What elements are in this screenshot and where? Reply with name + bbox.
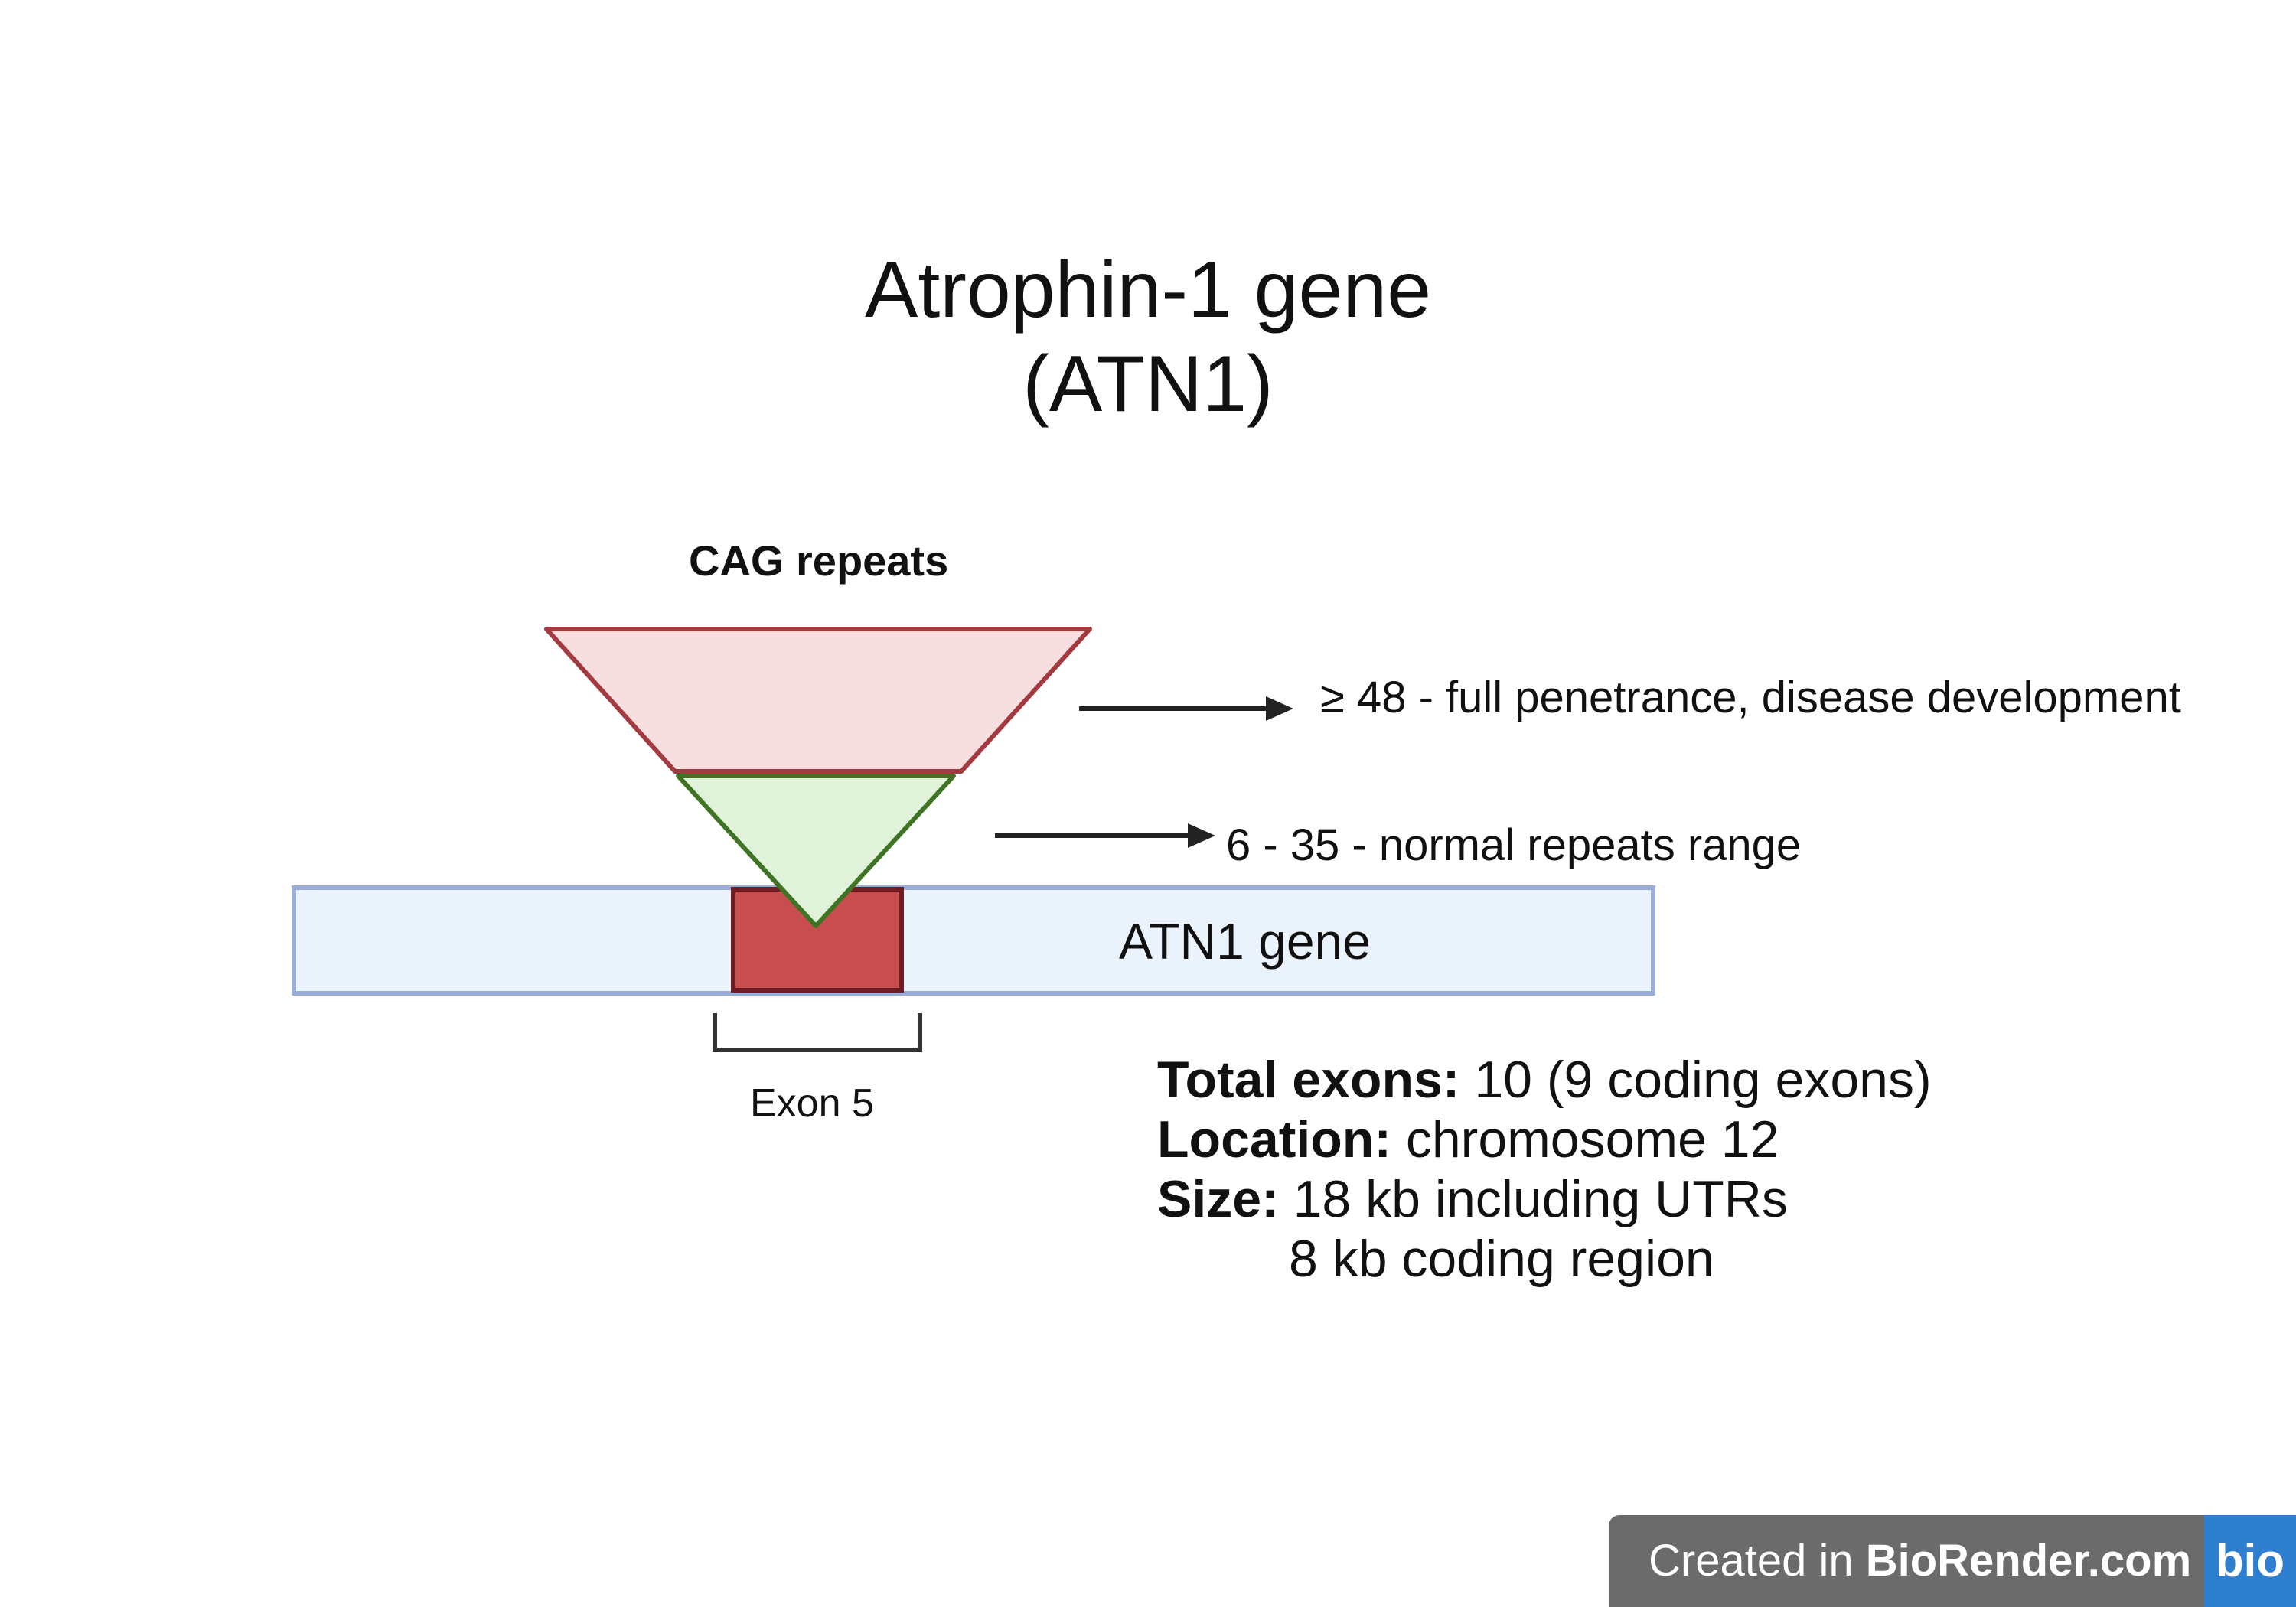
- normal-range-label: 6 - 35 - normal repeats range: [1226, 820, 1802, 870]
- total-exons-row: Total exons: 10 (9 coding exons): [1157, 1050, 1932, 1110]
- exon-label: Exon 5: [750, 1081, 874, 1126]
- normal-range-arrow: [995, 823, 1215, 848]
- full-penetrance-arrow: [1079, 696, 1293, 721]
- biorender-badge[interactable]: Created in BioRender.com bio: [1609, 1515, 2296, 1607]
- gene-label: ATN1 gene: [1119, 913, 1371, 970]
- exon-5-bracket: [713, 1013, 922, 1052]
- title-line-2: (ATN1): [1022, 339, 1274, 429]
- size-value: 18 kb including UTRs: [1278, 1170, 1788, 1228]
- size-key: Size:: [1157, 1170, 1279, 1228]
- title-line-1: Atrophin-1 gene: [864, 246, 1432, 334]
- cag-repeats-label: CAG repeats: [689, 536, 949, 585]
- biorender-logo-icon: bio: [2204, 1515, 2296, 1607]
- location-key: Location:: [1157, 1110, 1391, 1169]
- size-row-2: 8 kb coding region: [1157, 1229, 1932, 1289]
- size-row: Size: 18 kb including UTRs: [1157, 1169, 1932, 1229]
- atn1-gene-bar: [292, 885, 1655, 996]
- size-value-2: 8 kb coding region: [1289, 1230, 1714, 1288]
- pathogenic-repeats-trapezoid: [544, 627, 1092, 774]
- location-row: Location: chromosome 12: [1157, 1110, 1932, 1169]
- diagram-title: Atrophin-1 gene (ATN1): [0, 243, 2296, 431]
- full-penetrance-label: ≥ 48 - full penetrance, disease developm…: [1320, 673, 2181, 722]
- badge-brand: BioRender.com: [1865, 1536, 2192, 1586]
- badge-text: Created in BioRender.com: [1609, 1515, 2204, 1607]
- location-value: chromosome 12: [1391, 1110, 1779, 1169]
- total-exons-key: Total exons:: [1157, 1051, 1460, 1109]
- total-exons-value: 10 (9 coding exons): [1459, 1051, 1932, 1109]
- badge-prefix: Created in: [1649, 1536, 1866, 1586]
- gene-info-block: Total exons: 10 (9 coding exons) Locatio…: [1157, 1050, 1932, 1289]
- normal-repeats-triangle: [676, 774, 956, 928]
